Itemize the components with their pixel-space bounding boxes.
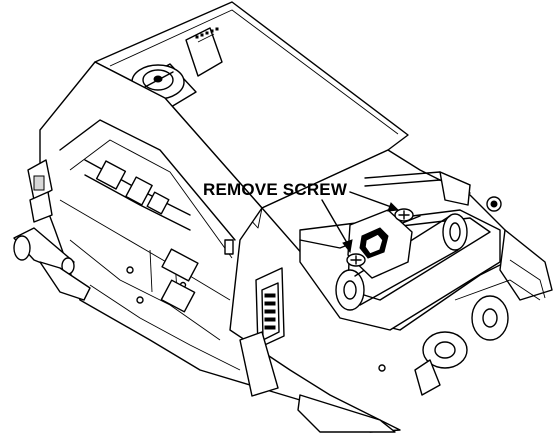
bottom-bracket (239, 331, 396, 433)
flex-connector (185, 27, 223, 77)
carriage-rails (84, 159, 191, 231)
remove-screw-callout: REMOVE SCREW (203, 180, 348, 199)
left-mounting-tabs (27, 159, 53, 223)
callout-leader-arrows (321, 191, 400, 254)
lower-gear-cluster (414, 279, 541, 396)
front-connector (255, 267, 285, 349)
screw-left (346, 253, 366, 267)
latch-lever (13, 227, 91, 301)
screw-right (394, 208, 414, 222)
side-gear (486, 196, 502, 212)
